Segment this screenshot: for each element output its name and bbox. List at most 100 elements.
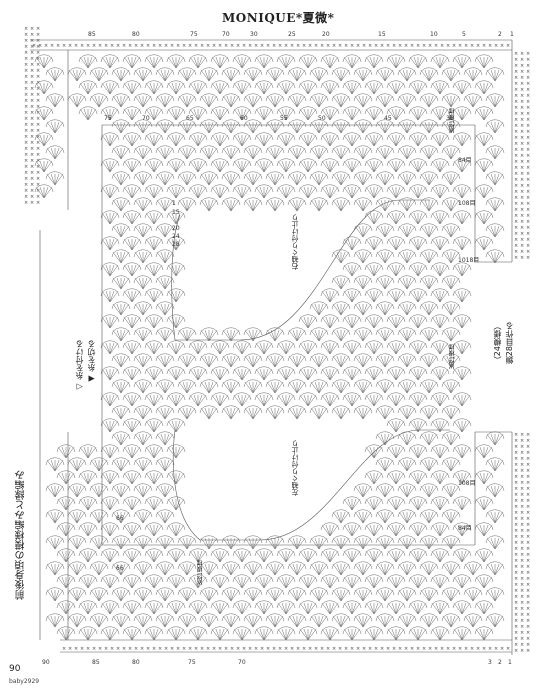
fan-stitch-spoke xyxy=(72,615,78,628)
fan-stitch-spoke xyxy=(483,498,493,511)
fan-stitch-spoke xyxy=(87,602,93,615)
fan-stitch xyxy=(34,54,54,63)
top-row-number: 80 xyxy=(132,31,140,38)
fan-stitch-spoke xyxy=(252,563,258,576)
fan-stitch-spoke xyxy=(318,381,328,394)
fan-stitch-spoke xyxy=(413,56,419,69)
fan-stitch-spoke xyxy=(145,368,155,381)
fan-stitch-spoke xyxy=(277,368,287,381)
fan-stitch-spoke xyxy=(365,82,375,95)
fan-stitch-spoke xyxy=(189,108,199,121)
fan-stitch xyxy=(243,119,263,128)
fan-stitch-spoke xyxy=(57,602,67,615)
fan-stitch-spoke xyxy=(450,95,460,108)
fan-stitch-spoke xyxy=(336,381,342,394)
fan-stitch xyxy=(342,184,362,193)
single-crochet-mark: × xyxy=(526,522,530,528)
fan-stitch-spoke xyxy=(54,589,60,602)
fan-stitch xyxy=(375,223,395,232)
fan-stitch-spoke xyxy=(175,524,181,537)
fan-stitch-spoke xyxy=(189,628,199,641)
fan-stitch-spoke xyxy=(329,56,335,69)
fan-stitch-spoke xyxy=(391,56,397,69)
fan-stitch-spoke xyxy=(417,446,427,459)
fan-stitch-spoke xyxy=(145,134,155,147)
fan-stitch-spoke xyxy=(398,459,408,472)
single-crochet-mark: × xyxy=(470,646,474,652)
stitch-count: 84目 xyxy=(458,157,472,164)
fan-stitch-spoke xyxy=(61,550,67,563)
fan-stitch xyxy=(331,171,351,180)
fan-stitch-spoke xyxy=(490,69,496,82)
fan-stitch-spoke xyxy=(486,537,496,550)
fan-stitch-spoke xyxy=(233,160,243,173)
fan-stitch-spoke xyxy=(380,615,386,628)
fan-stitch-spoke xyxy=(413,628,419,641)
fan-stitch-spoke xyxy=(336,563,342,576)
fan-stitch-spoke xyxy=(362,251,368,264)
fan-stitch-spoke xyxy=(431,238,441,251)
fan-stitch xyxy=(188,54,208,63)
fan-stitch xyxy=(144,314,164,323)
fan-stitch-spoke xyxy=(461,472,467,485)
fan-stitch-spoke xyxy=(149,56,155,69)
fan-stitch xyxy=(144,262,164,271)
fan-stitch xyxy=(375,587,395,596)
fan-stitch-spoke xyxy=(120,433,130,446)
fan-stitch-spoke xyxy=(266,173,276,186)
fan-stitch xyxy=(452,236,472,245)
fan-stitch xyxy=(199,197,219,206)
fan-stitch xyxy=(309,379,329,388)
fan-stitch-spoke xyxy=(435,368,441,381)
fan-stitch-spoke xyxy=(413,420,419,433)
fan-stitch-spoke xyxy=(406,485,416,498)
fan-stitch-spoke xyxy=(109,368,119,381)
single-crochet-mark: × xyxy=(30,140,34,146)
fan-stitch-spoke xyxy=(54,69,64,82)
fan-stitch-spoke xyxy=(358,563,364,576)
fan-stitch-spoke xyxy=(358,355,364,368)
fan-stitch-spoke xyxy=(90,589,100,602)
fan-stitch xyxy=(177,405,197,414)
fan-stitch-spoke xyxy=(442,147,452,160)
fan-stitch-spoke xyxy=(87,576,97,589)
fan-stitch-spoke xyxy=(299,602,309,615)
fan-stitch-spoke xyxy=(442,407,452,420)
fan-stitch-spoke xyxy=(332,589,342,602)
fan-stitch xyxy=(485,171,505,180)
fan-stitch xyxy=(375,145,395,154)
fan-stitch-spoke xyxy=(395,446,401,459)
fan-stitch-spoke xyxy=(336,121,342,134)
fan-stitch-spoke xyxy=(439,446,445,459)
bottom-row-number: 2 xyxy=(498,659,502,666)
fan-stitch xyxy=(386,54,406,63)
fan-stitch xyxy=(243,405,263,414)
fan-stitch-spoke xyxy=(54,173,60,186)
fan-stitch-spoke xyxy=(406,589,416,602)
fan-stitch xyxy=(34,106,54,115)
single-crochet-mark: × xyxy=(520,528,524,534)
fan-stitch-spoke xyxy=(307,316,313,329)
fan-stitch-spoke xyxy=(219,368,225,381)
fan-stitch xyxy=(474,54,494,63)
fan-stitch-spoke xyxy=(369,134,375,147)
fan-stitch xyxy=(133,119,153,128)
fan-stitch-spoke xyxy=(461,108,467,121)
fan-stitch-spoke xyxy=(450,329,460,342)
fan-stitch-spoke xyxy=(406,433,416,446)
fan-stitch-spoke xyxy=(329,56,339,69)
fan-stitch-spoke xyxy=(475,56,485,69)
fan-stitch-spoke xyxy=(402,277,408,290)
fan-stitch-spoke xyxy=(450,329,456,342)
fan-stitch-spoke xyxy=(259,342,265,355)
fan-stitch-spoke xyxy=(156,407,166,420)
fan-stitch xyxy=(309,197,329,206)
fan-stitch-spoke xyxy=(175,628,181,641)
fan-stitch-spoke xyxy=(112,199,122,212)
fan-stitch-spoke xyxy=(131,212,137,225)
fan-stitch-spoke xyxy=(219,186,229,199)
fan-stitch xyxy=(232,340,252,349)
fan-stitch-spoke xyxy=(167,82,177,95)
fan-stitch-spoke xyxy=(112,147,122,160)
fan-stitch-spoke xyxy=(314,69,320,82)
